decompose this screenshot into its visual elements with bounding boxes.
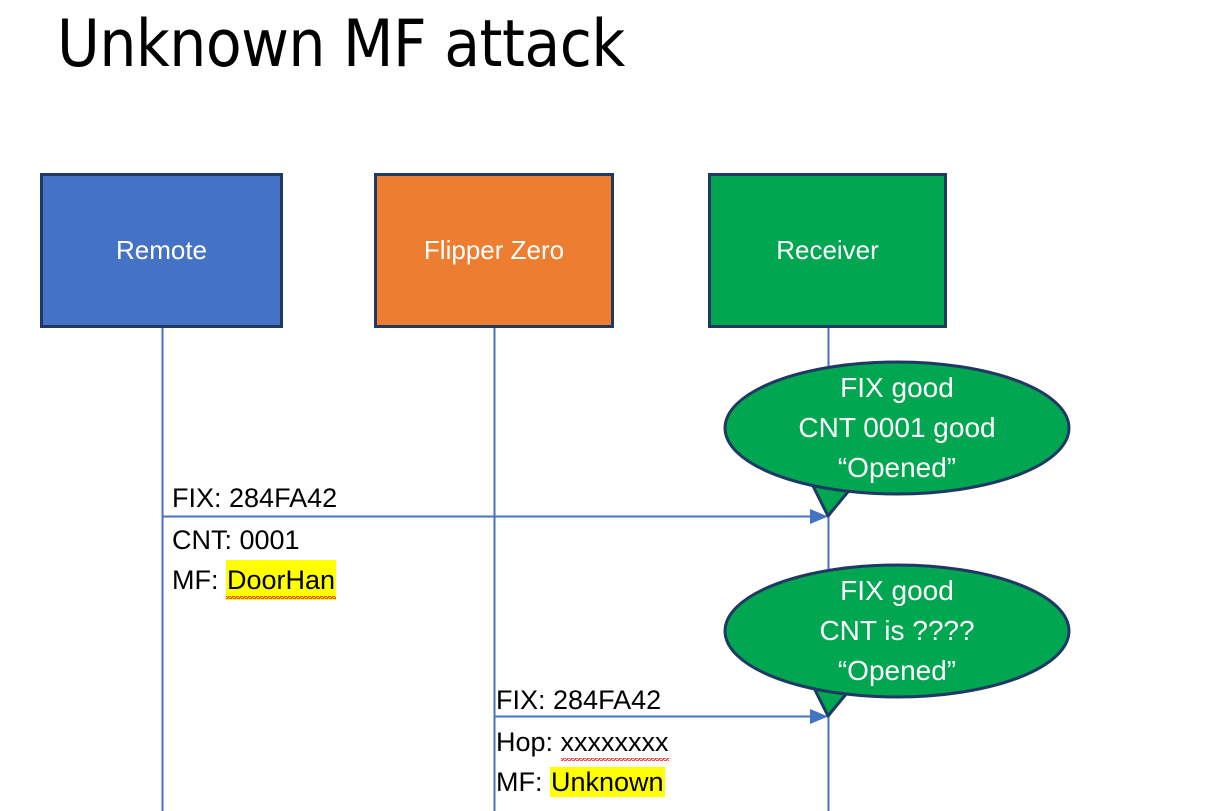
message-line-label: CNT: <box>172 525 240 555</box>
actor-box-flipper[interactable]: Flipper Zero <box>374 173 614 328</box>
callout-line: CNT 0001 good <box>798 412 996 443</box>
message-line-value: 0001 <box>239 525 300 555</box>
callout-good-body <box>723 360 1071 496</box>
actor-label-receiver: Receiver <box>776 235 879 266</box>
message-line-label: FIX: <box>172 483 230 513</box>
message-line-value: 284FA42 <box>553 685 662 715</box>
message-line-value: 284FA42 <box>229 483 338 513</box>
message-label-remote-to-receiver: FIX: 284FA42 CNT: 0001 MF: DoorHan <box>172 478 337 600</box>
message-line: MF: DoorHan <box>172 560 337 600</box>
message-line: MF: Unknown <box>496 762 669 802</box>
message-line-value-highlighted: Unknown <box>550 767 665 797</box>
callout-line: “Opened” <box>837 452 957 483</box>
actor-box-receiver[interactable]: Receiver <box>708 173 947 328</box>
message-line-value-highlighted: DoorHan <box>226 560 337 600</box>
callout-unknown-text: FIX good CNT is ???? “Opened” <box>725 571 1069 691</box>
callout-line: “Opened” <box>837 655 957 686</box>
actor-label-flipper: Flipper Zero <box>423 235 565 266</box>
callout-line: CNT is ???? <box>819 615 975 646</box>
message-line-label: Hop: <box>496 727 561 757</box>
message-line: CNT: 0001 <box>172 520 337 560</box>
callout-unknown-body <box>723 563 1071 699</box>
message-line: FIX: 284FA42 <box>496 680 669 720</box>
message-line-label: MF: <box>496 767 550 797</box>
message-label-flipper-to-receiver: FIX: 284FA42 Hop: xxxxxxxx MF: Unknown <box>496 680 669 802</box>
callout-unknown <box>723 563 1071 718</box>
actor-box-remote[interactable]: Remote <box>40 173 283 328</box>
callout-line: FIX good <box>840 372 954 403</box>
callout-line: FIX good <box>840 575 954 606</box>
message-line-value: xxxxxxxx <box>560 722 669 762</box>
message-line-label: FIX: <box>496 685 554 715</box>
callout-good-text: FIX good CNT 0001 good “Opened” <box>725 368 1069 488</box>
message-line: FIX: 284FA42 <box>172 478 337 518</box>
page-title: Unknown MF attack <box>57 7 625 82</box>
message-line: Hop: xxxxxxxx <box>496 722 669 762</box>
actor-label-remote: Remote <box>115 235 208 266</box>
callout-good <box>723 360 1071 518</box>
arrowhead-remote-to-receiver <box>810 509 828 524</box>
arrowhead-flipper-to-receiver <box>810 709 828 724</box>
message-line-label: MF: <box>172 565 226 595</box>
